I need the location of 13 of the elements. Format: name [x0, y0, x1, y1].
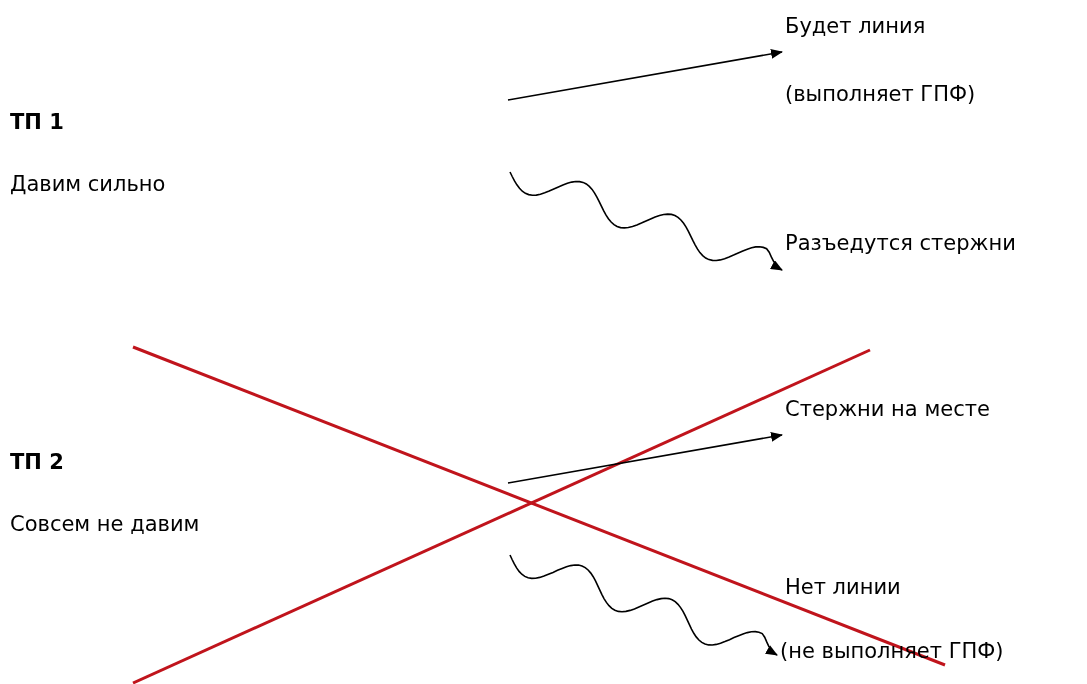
condition-text: Совсем не давим [10, 512, 200, 536]
wavy-arrow [509, 171, 783, 271]
arrow [507, 431, 783, 484]
outcome-text: Будет линия [785, 14, 926, 38]
condition-text: Давим сильно [10, 172, 166, 196]
outcome-text: Стержни на месте [785, 397, 990, 421]
wavy-arrow [509, 554, 778, 656]
outcome-text: Нет линии [785, 575, 901, 599]
outcome-text: Разъедутся стержни [785, 231, 1016, 255]
heading-text: ТП 2 [10, 450, 64, 474]
outcome-text: (выполняет ГПФ) [785, 82, 976, 106]
heading-text: ТП 1 [10, 110, 64, 134]
arrow [507, 48, 783, 101]
